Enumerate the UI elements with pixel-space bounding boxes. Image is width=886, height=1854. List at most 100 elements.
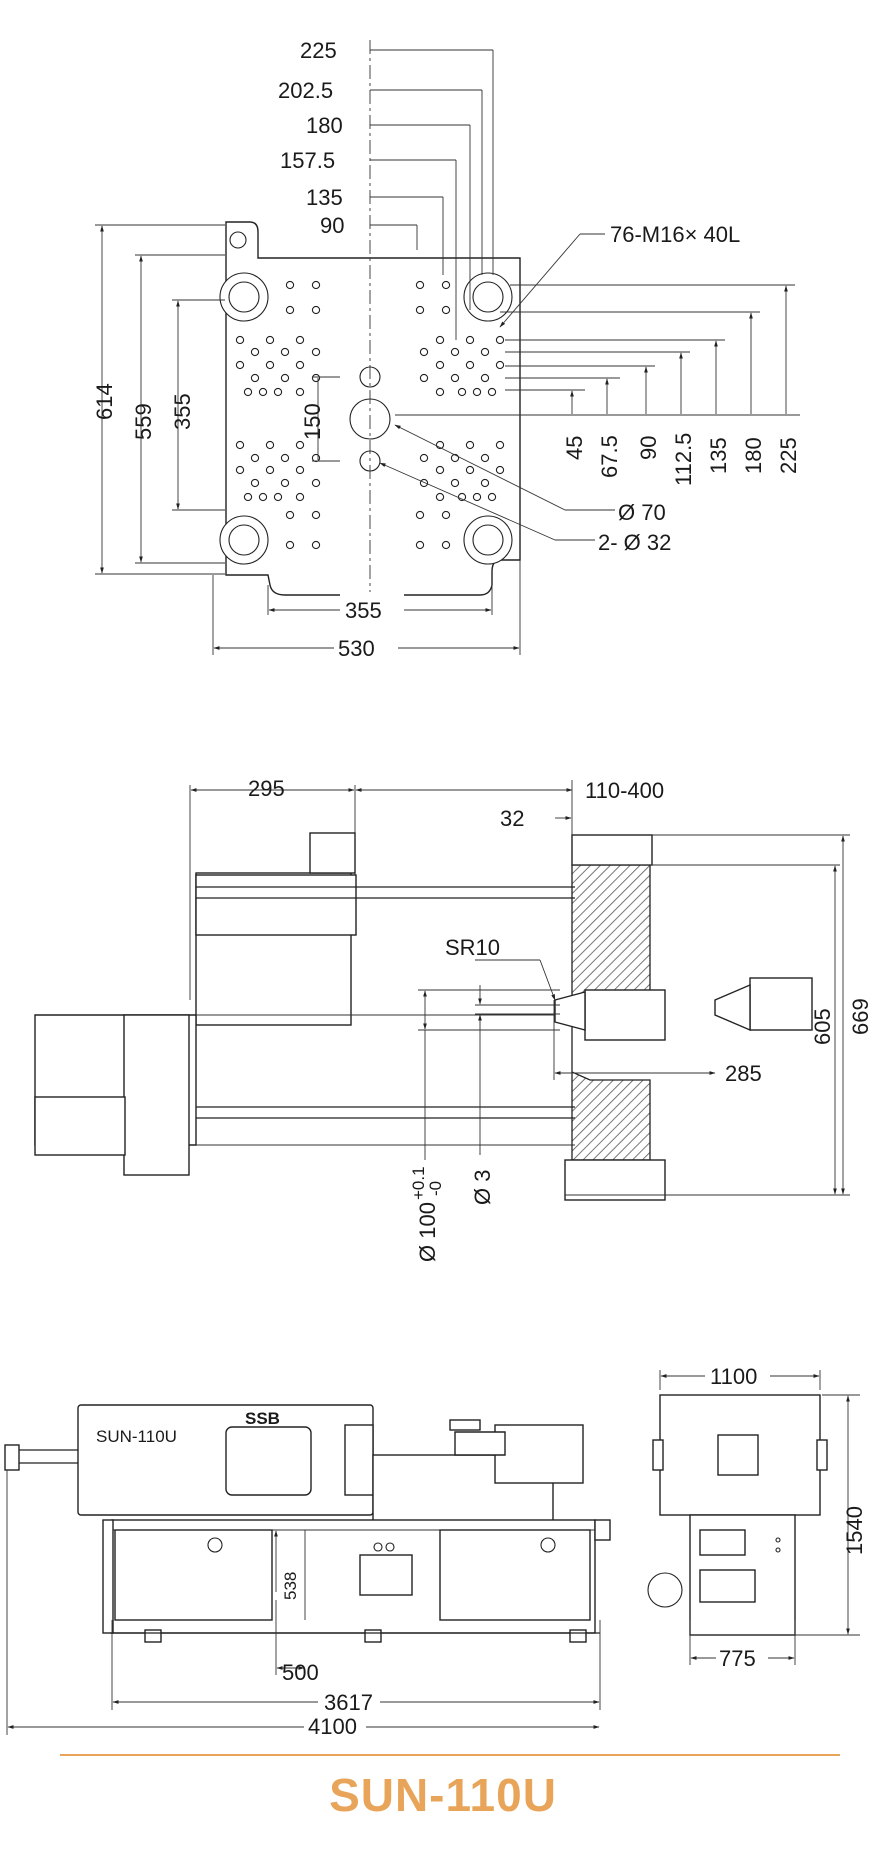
- height-605: 605: [810, 1008, 835, 1045]
- threaded-hole: [465, 465, 475, 475]
- width-1100: 1100: [710, 1364, 757, 1389]
- threaded-hole: [435, 492, 445, 502]
- threaded-hole: [250, 347, 260, 357]
- threaded-hole: [487, 492, 497, 502]
- height-1540: 1540: [842, 1506, 867, 1555]
- threaded-hole: [295, 492, 305, 502]
- threaded-hole: [285, 280, 295, 290]
- nozzle-hole-label: Ø 3: [470, 1170, 495, 1205]
- offset-label-157-5: 157.5: [280, 148, 335, 173]
- side-holes-label: 2- Ø 32: [598, 530, 671, 555]
- top-lug-hole: [229, 231, 247, 249]
- threaded-hole: [480, 453, 490, 463]
- threaded-hole: [311, 478, 321, 488]
- threaded-hole: [472, 492, 482, 502]
- tie-bar-hole-br-inner: [472, 524, 504, 556]
- threaded-hole: [250, 453, 260, 463]
- threaded-hole: [435, 335, 445, 345]
- threaded-hole: [295, 335, 305, 345]
- threaded-hole: [311, 453, 321, 463]
- threaded-hole: [465, 440, 475, 450]
- moving-platen-cap: [309, 832, 356, 874]
- cylinder-head: [195, 874, 357, 936]
- threaded-hole: [435, 387, 445, 397]
- threaded-hole: [265, 335, 275, 345]
- right-offset-112-5: 112.5: [671, 433, 696, 486]
- threaded-hole: [465, 360, 475, 370]
- brand-label: SSB: [245, 1409, 280, 1428]
- offset-label-180: 180: [306, 113, 343, 138]
- height-label-355: 355: [170, 393, 195, 430]
- ring-tol-plus: +0.1: [409, 1166, 428, 1200]
- side-view: 295 110-400 32 605: [34, 776, 873, 1262]
- right-offset-135: 135: [706, 437, 731, 474]
- threaded-hole: [295, 387, 305, 397]
- model-title: SUN-110U: [329, 1769, 557, 1821]
- threaded-hole: [311, 305, 321, 315]
- bottom-width-530: 530: [338, 636, 375, 661]
- hopper: [494, 1424, 584, 1484]
- threaded-hole: [273, 492, 283, 502]
- threaded-hole: [435, 360, 445, 370]
- tie-bar-hole-tr-inner: [472, 281, 504, 313]
- threaded-hole: [265, 465, 275, 475]
- height-label-559: 559: [131, 403, 156, 440]
- threaded-hole: [243, 387, 253, 397]
- threaded-hole: [441, 540, 451, 550]
- offset-label-202-5: 202.5: [278, 78, 333, 103]
- mounting-block: [123, 1014, 190, 1176]
- open-stroke-label: 110-400: [585, 778, 664, 803]
- cabinet-left: [114, 1529, 273, 1621]
- threaded-hole: [450, 347, 460, 357]
- left-offset-dims: 225 202.5 180 157.5 135 90: [278, 38, 494, 340]
- right-offset-dims: 45 67.5 90 112.5 135 180 225: [395, 284, 801, 486]
- threaded-hole: [280, 453, 290, 463]
- threaded-hole: [295, 440, 305, 450]
- plate-32-label: 32: [500, 806, 524, 831]
- threaded-hole: [235, 465, 245, 475]
- threaded-hole: [311, 373, 321, 383]
- right-offset-45: 45: [562, 436, 587, 460]
- height-669: 669: [848, 998, 873, 1035]
- threaded-hole: [250, 373, 260, 383]
- threaded-hole: [441, 510, 451, 520]
- threaded-hole: [487, 387, 497, 397]
- height-label-150: 150: [300, 403, 325, 440]
- threaded-hole: [280, 373, 290, 383]
- right-offset-180: 180: [741, 437, 766, 474]
- threaded-hole: [465, 335, 475, 345]
- machine-view: SUN-110U SSB 538 500: [4, 1363, 867, 1739]
- threaded-hole: [243, 492, 253, 502]
- threaded-hole: [472, 387, 482, 397]
- width-775: 775: [719, 1646, 756, 1671]
- threaded-hole: [285, 510, 295, 520]
- threaded-hole: [311, 510, 321, 520]
- threaded-hole: [273, 387, 283, 397]
- nozzle-retracted: [749, 977, 813, 1031]
- center-hole-label: Ø 70: [618, 500, 666, 525]
- nozzle-tip: [554, 991, 586, 1031]
- nozzle-285-label: 285: [725, 1061, 762, 1086]
- threaded-hole: [415, 305, 425, 315]
- cabinet-right: [439, 1529, 591, 1621]
- offset-label-90: 90: [320, 213, 344, 238]
- ring-dia-label: Ø 100: [415, 1202, 440, 1262]
- height-label-614: 614: [92, 383, 117, 420]
- bottom-width-355: 355: [345, 598, 382, 623]
- platen-view: 225 202.5 180 157.5 135 90 76-M16× 40L 6…: [92, 38, 801, 661]
- tie-bar-hole-bl-inner: [228, 524, 260, 556]
- right-offset-90: 90: [636, 436, 661, 460]
- threaded-hole: [495, 465, 505, 475]
- threaded-hole: [285, 305, 295, 315]
- threaded-hole: [415, 510, 425, 520]
- fixed-platen-bottom: [564, 1159, 666, 1201]
- threaded-hole: [480, 478, 490, 488]
- rear-cylinder: [34, 1096, 126, 1156]
- threaded-hole: [441, 280, 451, 290]
- threaded-hole: [435, 465, 445, 475]
- threaded-hole: [295, 465, 305, 475]
- threaded-holes: [235, 280, 505, 550]
- threaded-hole: [450, 478, 460, 488]
- threaded-hole: [265, 360, 275, 370]
- threaded-hole: [419, 373, 429, 383]
